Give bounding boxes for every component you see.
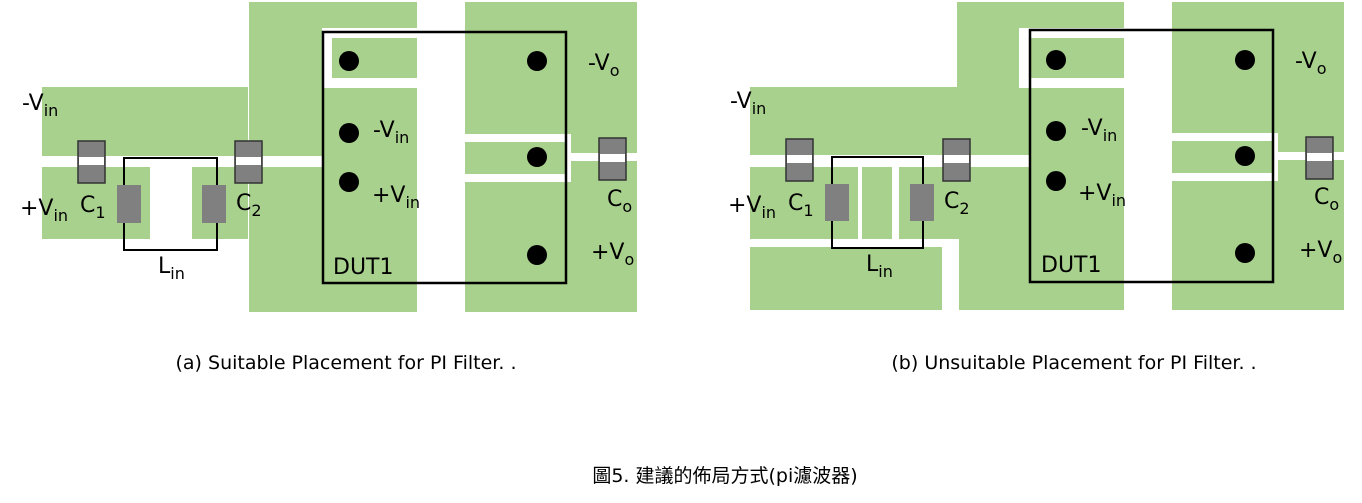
gap-top-pad-bottom: [1019, 78, 1124, 88]
c1-capacitor: [77, 140, 106, 184]
lin-pad-right: [202, 185, 226, 223]
via: [1235, 50, 1255, 70]
label-co: Co: [1314, 185, 1339, 214]
lin-pad-left: [117, 185, 141, 223]
copper-input-plane-bottom: [959, 238, 979, 310]
via: [527, 51, 547, 71]
figure-caption: 圖5. 建議的佈局方式(pi濾波器): [592, 465, 857, 487]
lin-pad-right: [910, 184, 934, 221]
via: [339, 172, 359, 192]
label-c2: C2: [944, 189, 970, 218]
dut1-outline: [321, 30, 568, 285]
via: [1046, 171, 1066, 191]
gap-out-lower: [1172, 173, 1278, 181]
gap-out-upper: [465, 134, 571, 142]
via: [527, 147, 547, 167]
gap-bottom-vertical: [942, 239, 959, 311]
label-lin: Lin: [866, 252, 893, 281]
gap-out-upper: [1172, 133, 1278, 141]
copper-bottom-left: [750, 247, 942, 310]
gap-out-right: [1273, 133, 1278, 181]
via: [339, 51, 359, 71]
label-c1: C1: [80, 193, 106, 222]
c2-capacitor: [234, 140, 263, 184]
dut1-outline: [1028, 28, 1275, 284]
label-neg-vin-left: -Vin: [22, 91, 58, 120]
gap-top-pad: [1019, 28, 1124, 38]
label-lin: Lin: [158, 254, 185, 283]
label-pos-vin-left: +Vin: [728, 193, 776, 222]
label-dut1: DUT1: [333, 255, 393, 280]
via: [1046, 121, 1066, 141]
gap-out-lower: [465, 174, 571, 182]
gap-horizontal: [956, 155, 1030, 167]
label-dut1: DUT1: [1041, 253, 1101, 278]
label-dut-pos-vin: +Vin: [372, 183, 420, 212]
lin-pad-left: [825, 184, 849, 221]
label-pos-vo: +Vo: [591, 240, 634, 269]
gap-bottom-horizontal: [750, 239, 942, 247]
via: [1046, 50, 1066, 70]
gap-top-pad-bottom: [322, 78, 417, 88]
label-pos-vo: +Vo: [1299, 238, 1342, 267]
gap-top-left: [1019, 28, 1029, 88]
label-neg-vo: -Vo: [1295, 49, 1327, 78]
gap-top-left: [322, 28, 332, 88]
copper-neg-vin-left: [750, 87, 957, 155]
caption-b: (b) Unsuitable Placement for PI Filter. …: [891, 352, 1256, 374]
label-neg-vo: -Vo: [588, 51, 620, 80]
label-dut-pos-vin: +Vin: [1078, 181, 1126, 210]
label-neg-vin-left: -Vin: [730, 89, 766, 118]
via: [527, 245, 547, 265]
label-dut-neg-vin: -Vin: [373, 118, 409, 147]
label-c1: C1: [788, 191, 814, 220]
c2-capacitor: [942, 138, 971, 182]
panel-a: -Vin +Vin C1 C2 Lin -Vin +Vin DUT1 -Vo C…: [20, 2, 637, 374]
label-pos-vin-left: +Vin: [20, 196, 68, 225]
via: [1235, 146, 1255, 166]
copper-mid-strip: [862, 167, 892, 239]
label-c2: C2: [236, 191, 262, 220]
c1-capacitor: [785, 138, 814, 182]
caption-a: (a) Suitable Placement for PI Filter. .: [176, 352, 517, 374]
via: [339, 123, 359, 143]
gap-out-right: [566, 134, 571, 182]
panel-b: -Vin +Vin C1 C2 Lin -Vin +Vin DUT1 -Vo C…: [728, 2, 1344, 374]
label-co: Co: [607, 187, 632, 216]
label-dut-neg-vin: -Vin: [1081, 116, 1117, 145]
co-capacitor: [598, 137, 627, 181]
copper-neg-vin-left: [42, 87, 248, 156]
via: [1235, 243, 1255, 263]
gap-horizontal: [248, 156, 322, 167]
co-capacitor: [1305, 136, 1334, 180]
